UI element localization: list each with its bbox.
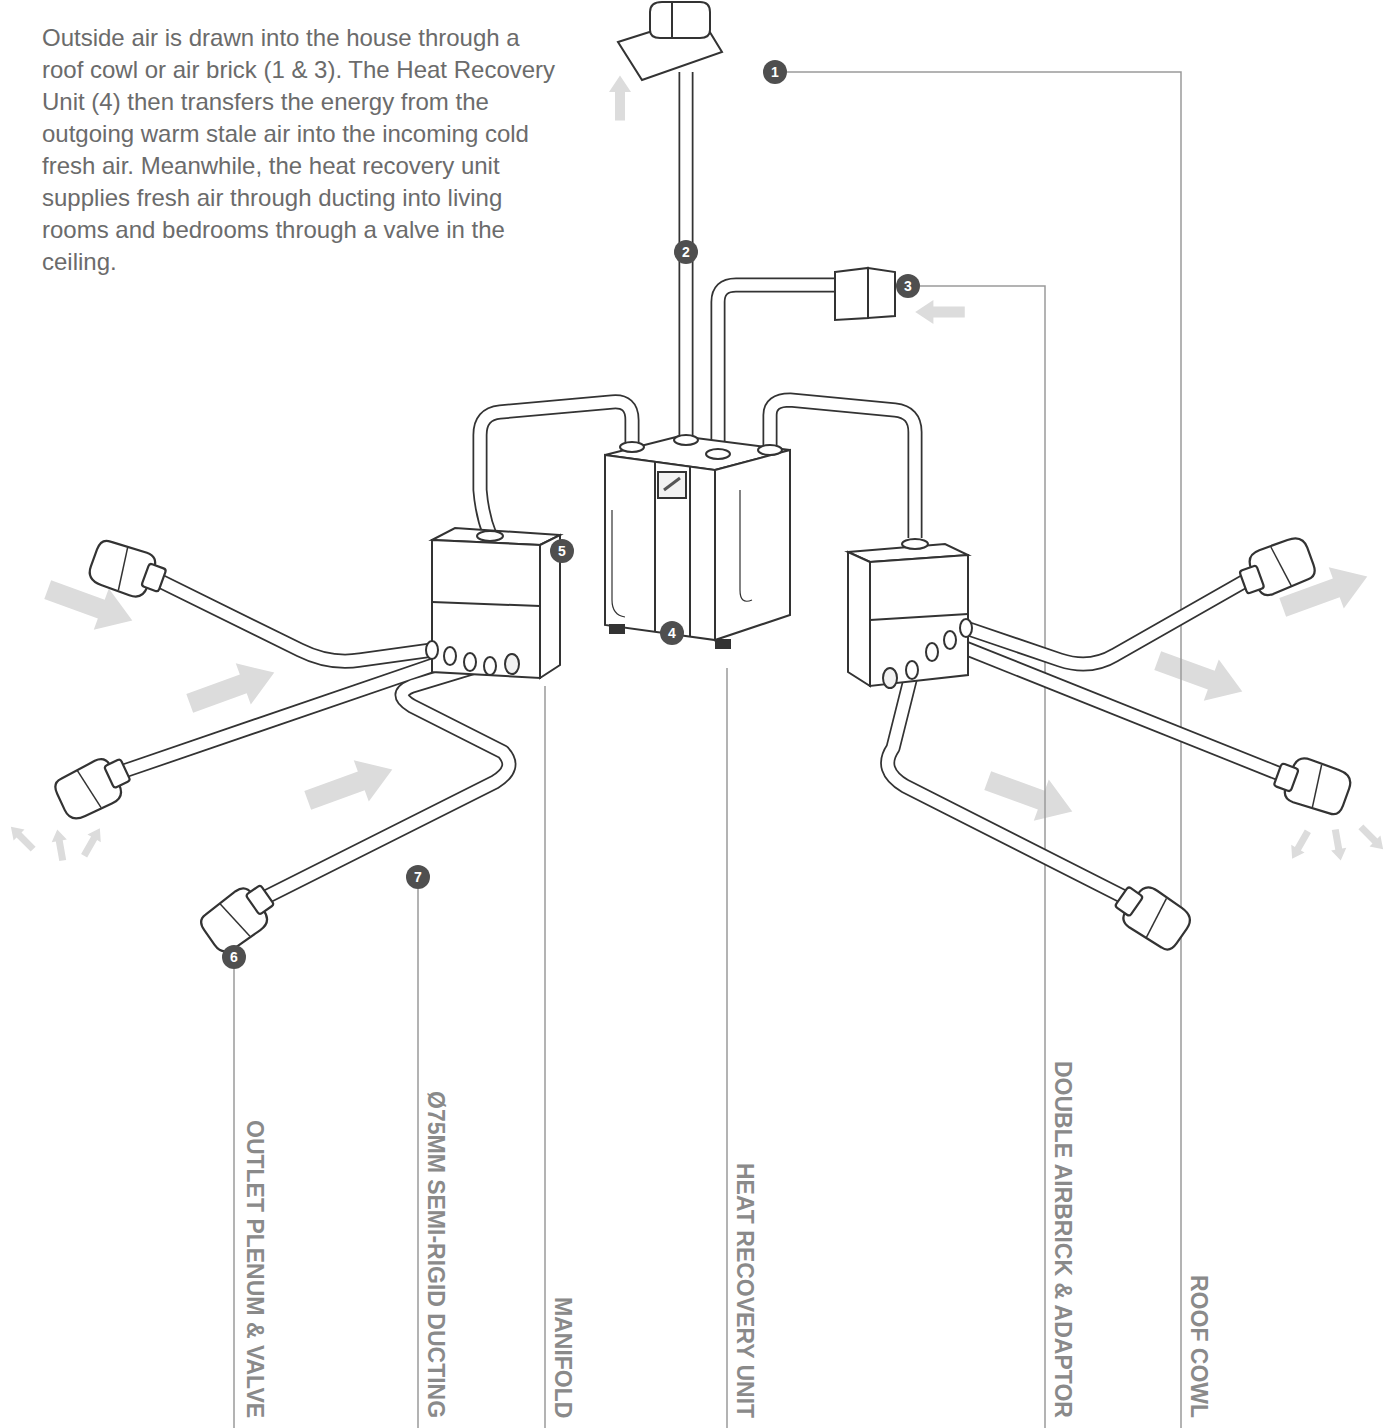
flow-arrow (1150, 640, 1250, 712)
flow-arrow (300, 749, 400, 821)
callout-number-text: 4 (668, 625, 676, 641)
flow-arrow (609, 76, 631, 121)
part-name: DOUBLE AIRBRICK & ADAPTOR (1050, 1061, 1076, 1418)
part-name: OUTLET PLENUM & VALVE (242, 1120, 268, 1418)
caption-text: Outside air is drawn into the house thro… (42, 22, 567, 278)
flow-arrow (77, 825, 106, 860)
callout-number-text: 1 (771, 64, 779, 80)
callout-number-text: 7 (414, 869, 422, 885)
leader-lines (234, 72, 1181, 1428)
callout-number: 2 (674, 240, 698, 264)
flow-arrow (182, 652, 282, 724)
callout-number: 3 (896, 274, 920, 298)
flow-arrow (50, 828, 71, 862)
flow-arrow (1355, 821, 1388, 854)
callout-number: 7 (406, 865, 430, 889)
callout-number: 5 (550, 539, 574, 563)
airbrick-drawing (835, 268, 895, 320)
part-name: Ø75MM SEMI-RIGID DUCTING (423, 1091, 449, 1418)
callout-number: 6 (222, 945, 246, 969)
plenum-drawing (51, 534, 1354, 956)
part-name: MANIFOLD (550, 1297, 576, 1418)
flow-arrow (1328, 828, 1349, 862)
manifold-drawing (426, 528, 972, 688)
heat-recovery-unit-drawing (605, 435, 790, 648)
roof-cowl-drawing (618, 2, 722, 80)
part-name: ROOF COWL (1186, 1275, 1212, 1418)
part-name: HEAT RECOVERY UNIT (732, 1163, 758, 1418)
flow-arrow (1285, 828, 1314, 863)
callout-number-text: 6 (230, 949, 238, 965)
flow-arrow (980, 760, 1080, 832)
callout-number: 1 (763, 60, 787, 84)
flow-arrow (5, 821, 38, 854)
callout-number: 4 (660, 621, 684, 645)
flow-arrow (915, 300, 965, 324)
callout-number-text: 2 (682, 244, 690, 260)
callout-number-text: 3 (904, 278, 912, 294)
callout-number-text: 5 (558, 543, 566, 559)
